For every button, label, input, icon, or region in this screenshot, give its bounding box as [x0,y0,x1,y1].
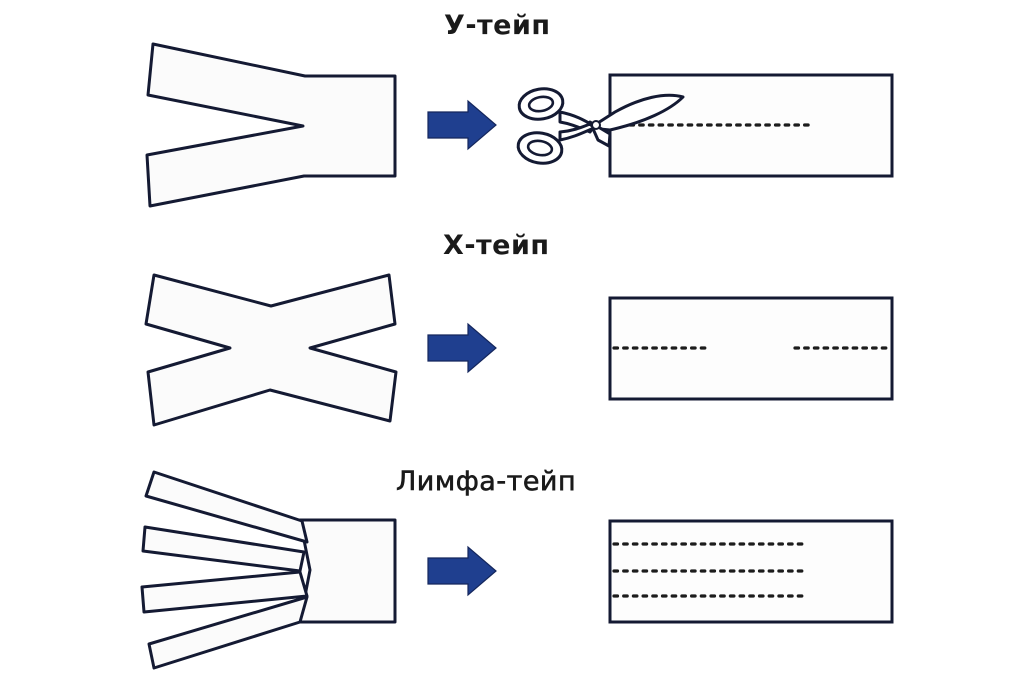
x-tape-title: Х-тейп [443,230,550,261]
y-tape-title: У-тейп [444,10,551,41]
y-tape-row [145,42,894,208]
right-arrow-icon [427,99,497,151]
lymph-tape-tail-1 [144,470,309,544]
right-arrow-icon [427,322,497,374]
lymph-tape-row [140,470,894,670]
lymph-tape-title: Лимфа-тейп [396,466,577,498]
right-arrow-icon [427,545,497,597]
lymph-tape-base [298,518,397,624]
y-tape-shape [145,42,397,208]
scissors-icon [516,87,685,165]
lymph-tape-tail-4 [147,595,309,670]
x-tape-row [144,273,894,427]
x-tape-shape [144,273,398,427]
y-tape-result-strip [608,73,894,178]
